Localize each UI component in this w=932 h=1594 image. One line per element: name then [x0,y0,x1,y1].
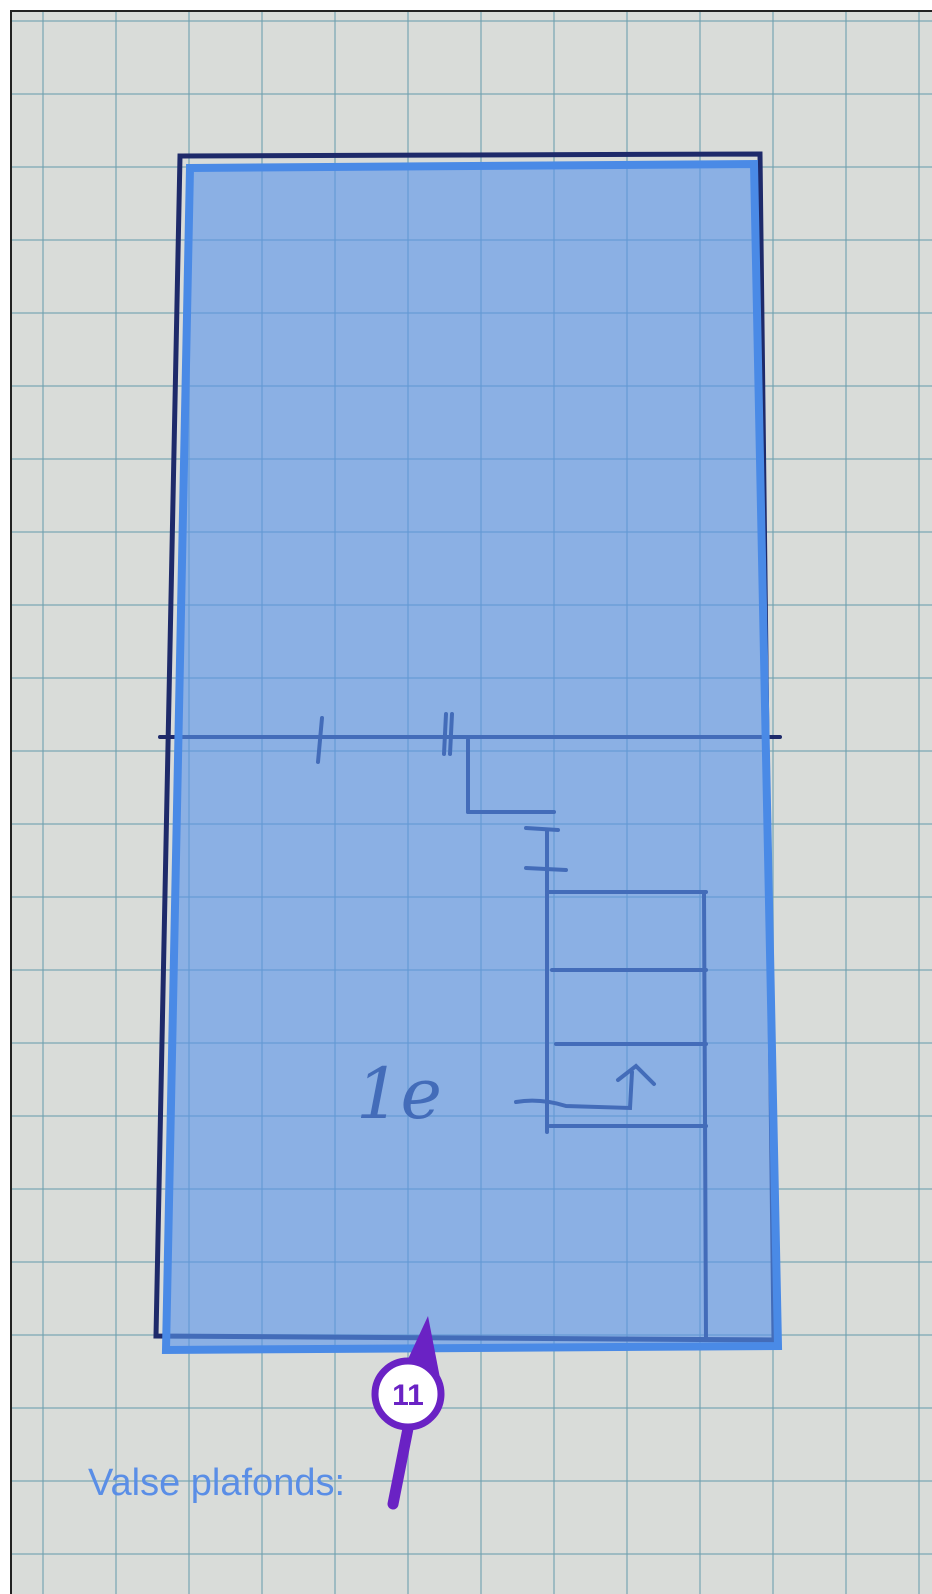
annotation-caption: Valse plafonds: [88,1462,346,1504]
numbered-marker-icon[interactable]: 11 [371,1357,445,1431]
selection-area[interactable] [161,159,783,1355]
marker-number: 11 [392,1379,424,1412]
